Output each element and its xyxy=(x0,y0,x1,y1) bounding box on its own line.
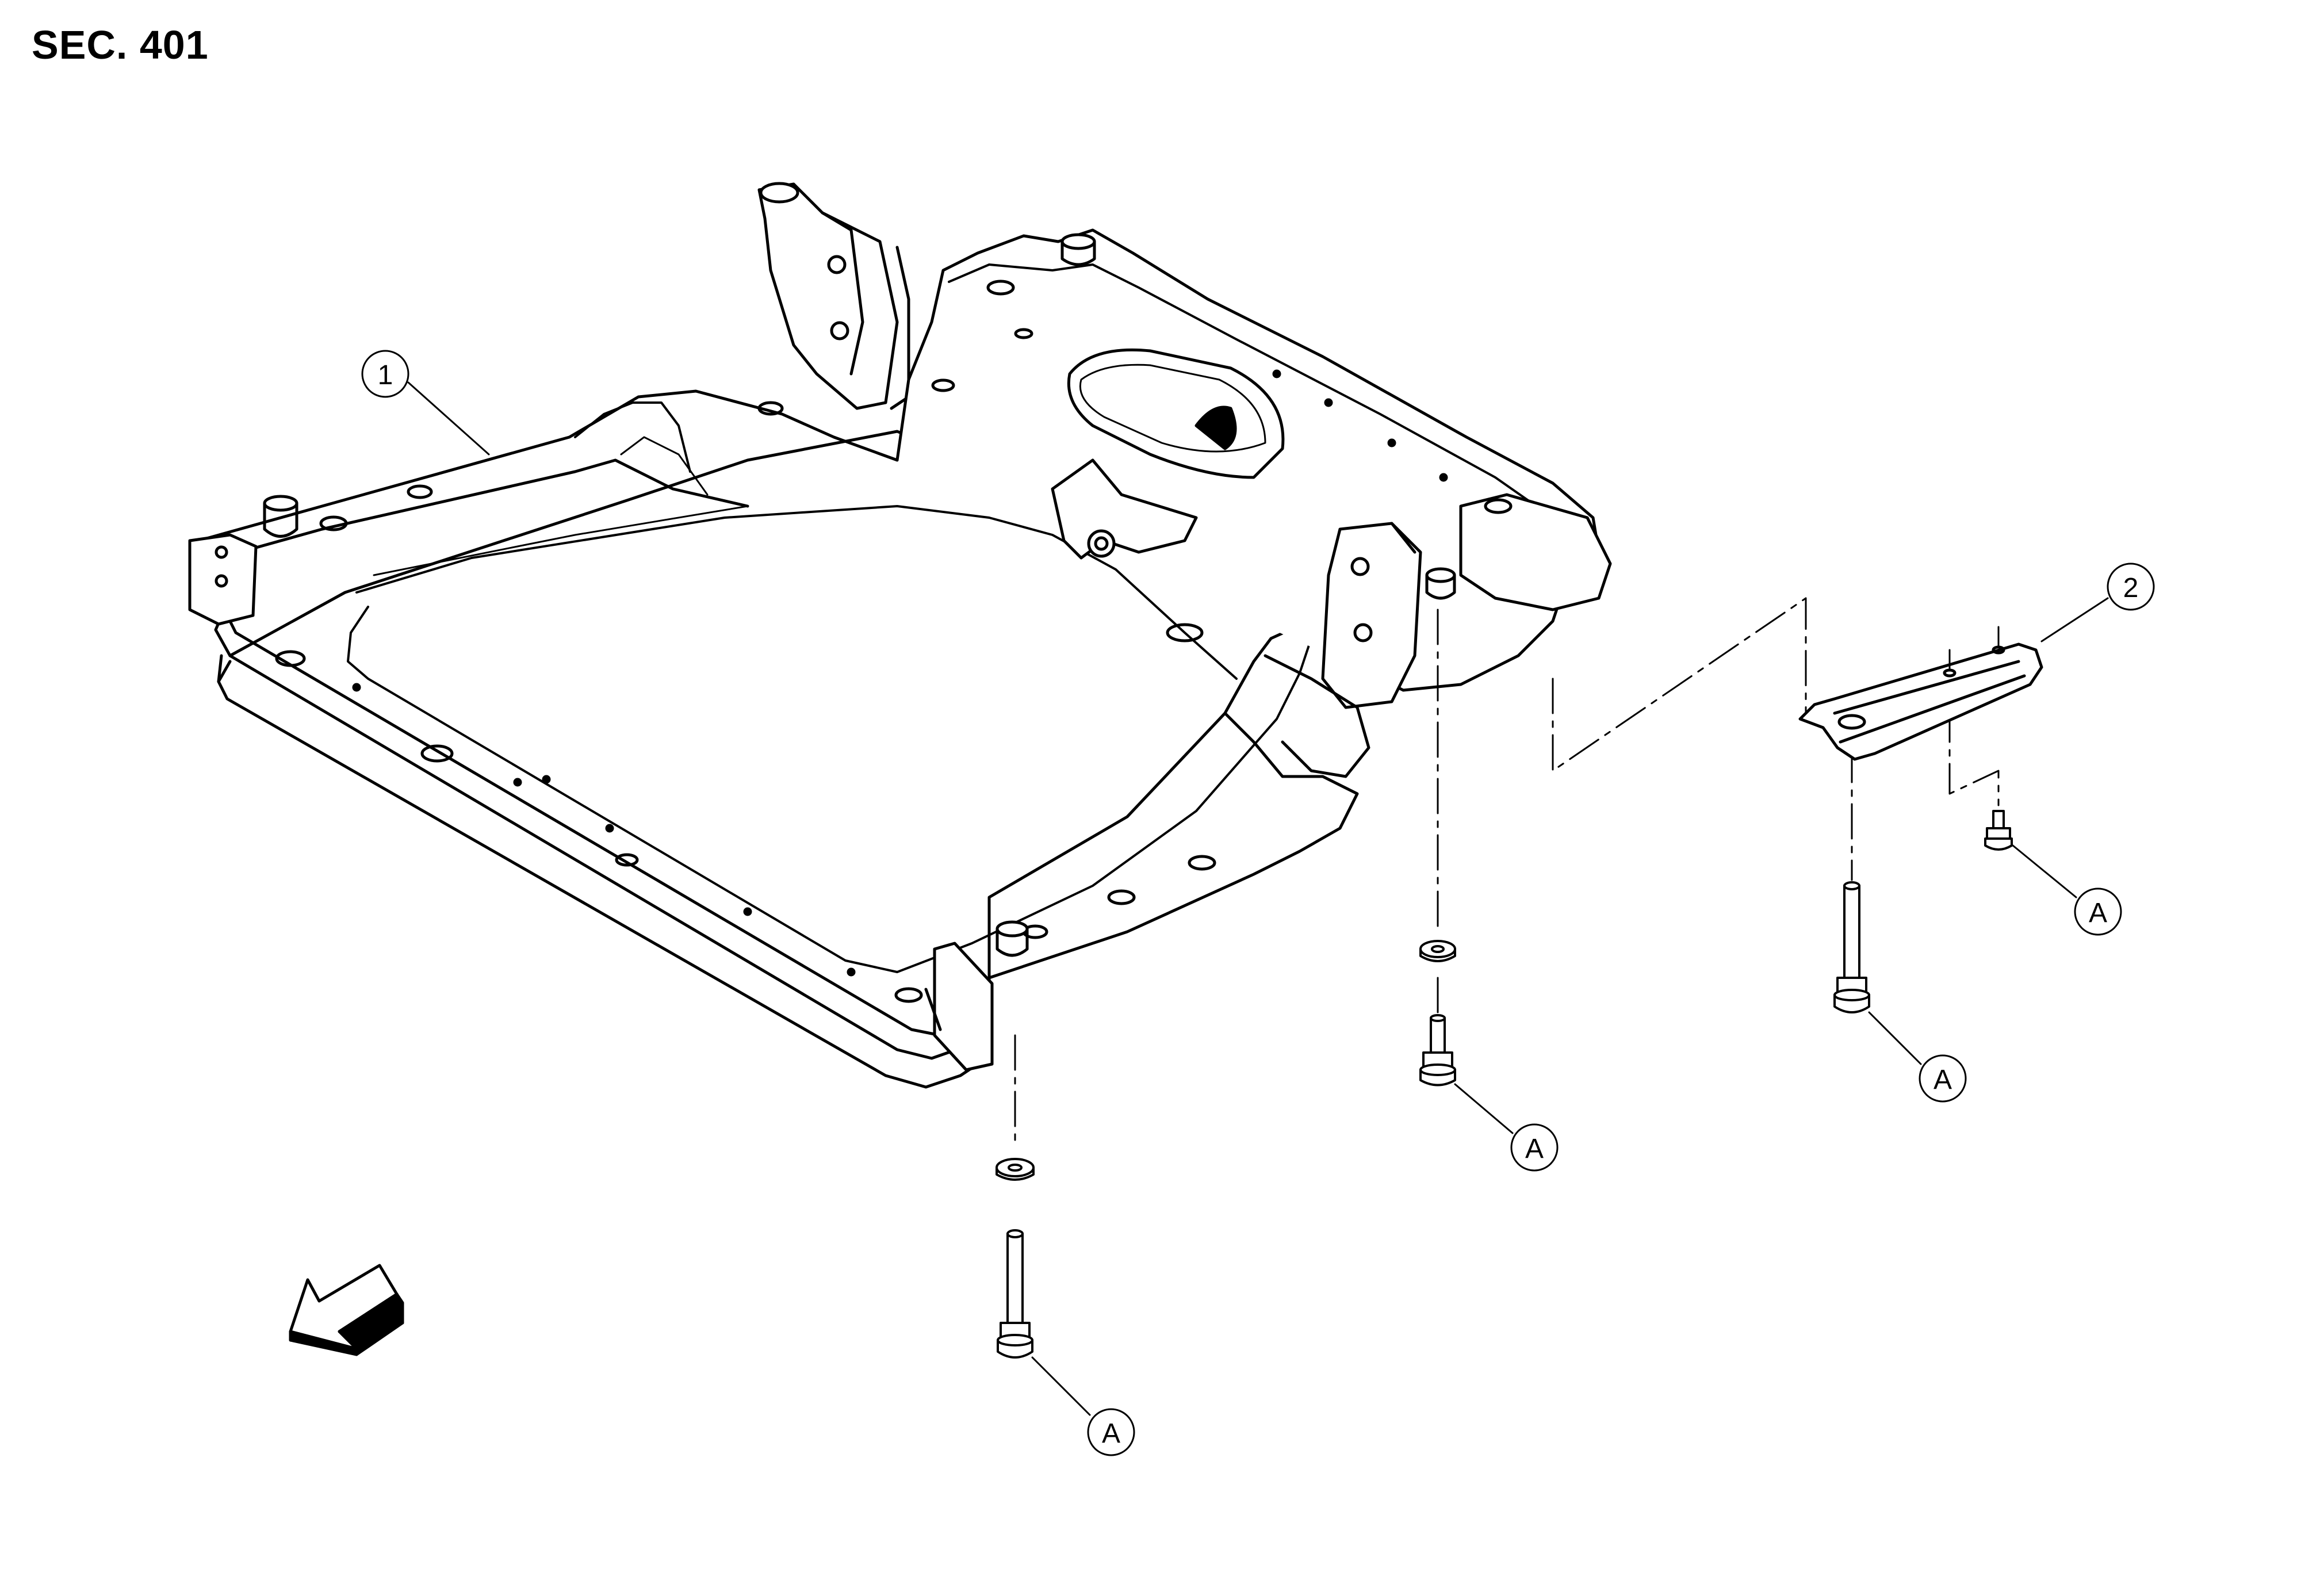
callout-label-a: A xyxy=(2089,898,2107,928)
callout-label-2: 2 xyxy=(2123,573,2139,603)
dashed-alignment-lines xyxy=(1014,597,2000,1146)
callout-part-1: 1 xyxy=(361,350,490,456)
member-stay-bracket xyxy=(1798,626,2043,761)
short-bolt xyxy=(1419,1014,1456,1087)
front-arrow-icon xyxy=(289,1264,404,1356)
washer xyxy=(1419,940,1456,962)
callout-part-2: 2 xyxy=(2040,563,2155,642)
callout-label-1: 1 xyxy=(378,360,393,391)
suspension-member xyxy=(188,182,1612,1089)
small-bolt xyxy=(1984,810,2013,851)
long-bolt-bracket xyxy=(1833,881,1870,1013)
callout-a-front-bolt: A xyxy=(1031,1356,1135,1456)
callout-label-a: A xyxy=(1102,1418,1120,1449)
callout-a-rear-bolt: A xyxy=(1454,1083,1559,1172)
section-label: SEC. 401 xyxy=(32,22,209,67)
long-bolt-front xyxy=(997,1229,1033,1359)
callout-label-a: A xyxy=(1525,1134,1544,1164)
callout-a-bracket-bolt: A xyxy=(1868,1011,1967,1103)
washer xyxy=(996,1158,1035,1181)
callout-a-small-bolt: A xyxy=(2012,844,2122,936)
callout-label-a: A xyxy=(1934,1065,1952,1095)
